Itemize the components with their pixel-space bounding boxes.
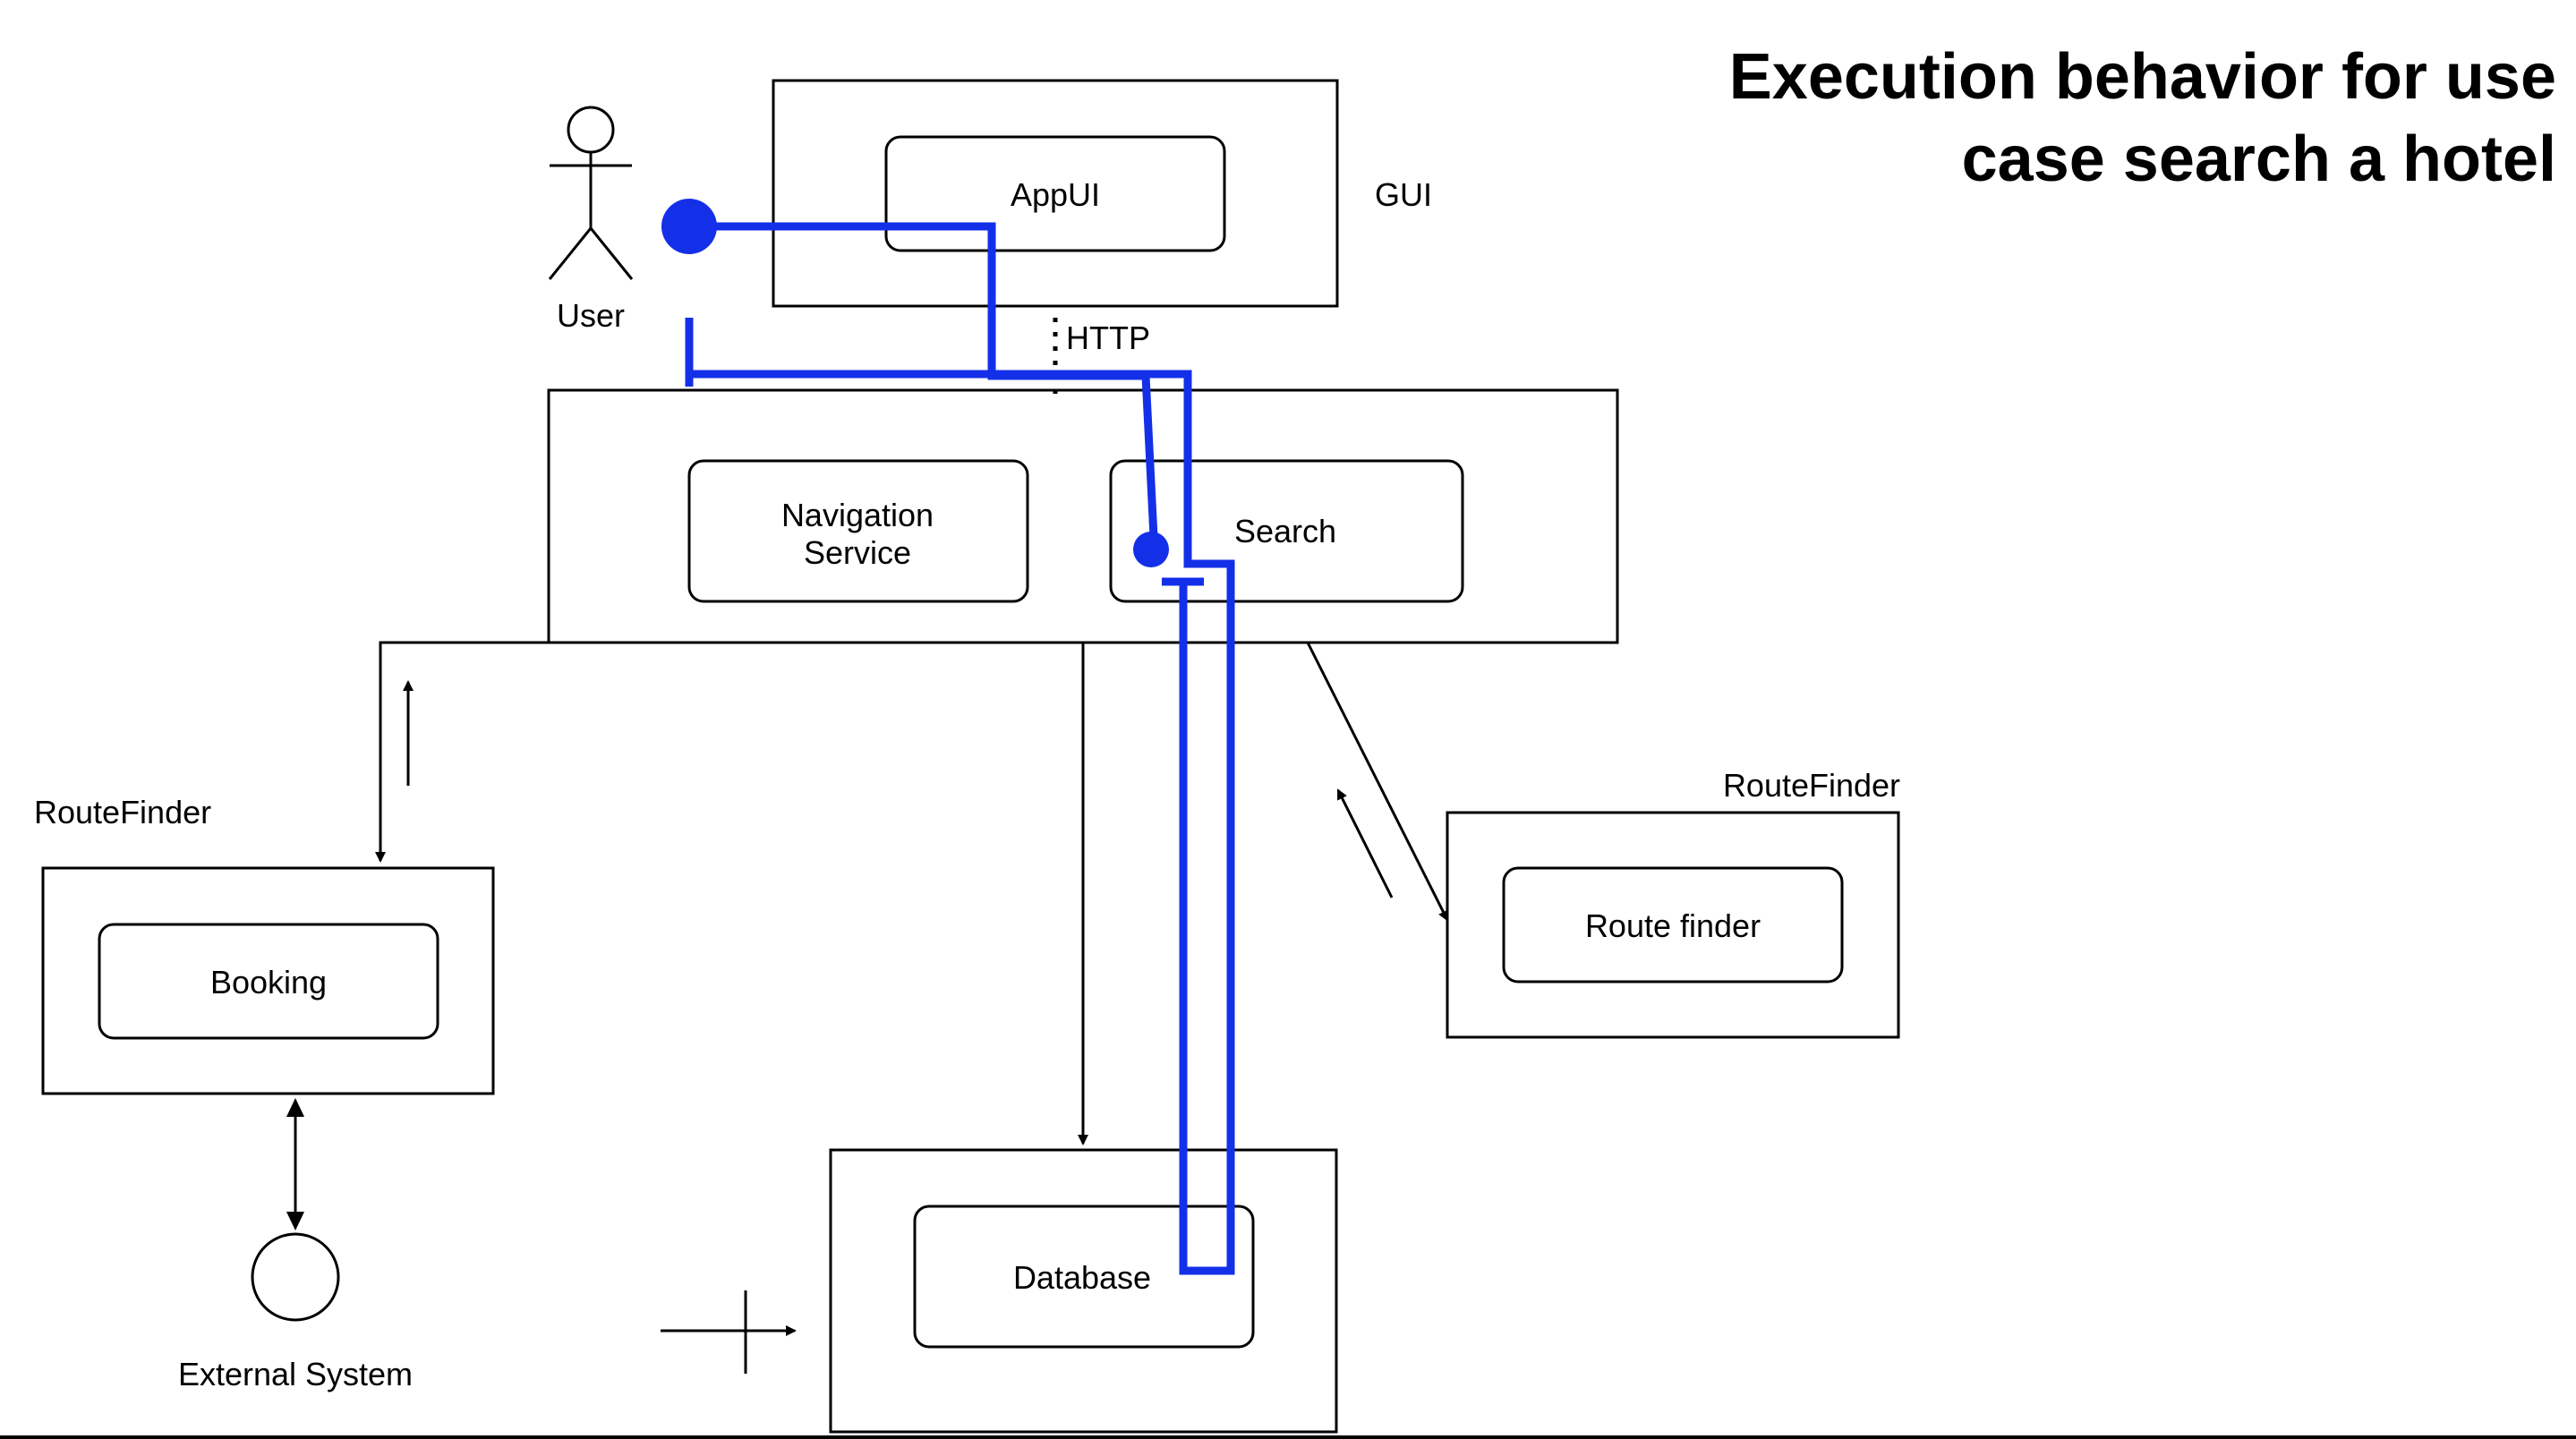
page-title: Execution behavior for use case search a… — [1572, 36, 2556, 200]
booking-label: Booking — [210, 964, 327, 1000]
connector-lines — [294, 641, 1449, 1374]
booking-external-arrowhead-down — [286, 1212, 304, 1230]
gui-container — [772, 79, 1339, 308]
routefinder-left-label: RouteFinder — [34, 794, 211, 830]
database-component — [913, 1205, 1255, 1349]
booking-container — [41, 866, 495, 1095]
title-line-1: Execution behavior for use — [1728, 41, 2556, 113]
server-to-booking-connector — [375, 641, 549, 863]
navigation-label-line2: Service — [804, 534, 911, 571]
execution-start-dot — [661, 199, 717, 254]
server-container — [547, 388, 1619, 644]
navigation-label-line1: Navigation — [781, 497, 934, 533]
navigation-service-component — [687, 459, 1029, 603]
external-system-node — [251, 1232, 340, 1322]
routefinder-right-label: RouteFinder — [1723, 767, 1900, 804]
database-label: Database — [1013, 1259, 1151, 1296]
title-line-2: case search a hotel — [1961, 123, 2556, 195]
booking-external-arrowhead-up — [286, 1098, 304, 1117]
search-label: Search — [1234, 513, 1336, 549]
user-actor — [548, 106, 634, 280]
server-to-routefinder-connector — [1306, 642, 1449, 922]
appui-component — [884, 135, 1226, 252]
execution-path-db-loop — [689, 370, 1235, 1275]
search-component — [1109, 459, 1464, 603]
database-container — [829, 1148, 1338, 1434]
route-finder-component — [1502, 866, 1844, 983]
appui-label: AppUI — [1011, 176, 1100, 213]
execution-path — [685, 222, 1235, 1275]
gui-group-label: GUI — [1375, 176, 1432, 213]
booking-component — [98, 923, 439, 1040]
user-label: User — [557, 297, 625, 334]
execution-search-dot — [1133, 532, 1169, 567]
routefinder-container — [1446, 811, 1900, 1039]
bottom-divider — [0, 1435, 2576, 1439]
external-system-label: External System — [178, 1356, 413, 1392]
route-finder-label: Route finder — [1585, 907, 1761, 944]
routefinder-return-arrow — [1336, 788, 1394, 898]
http-label: HTTP — [1066, 319, 1150, 356]
